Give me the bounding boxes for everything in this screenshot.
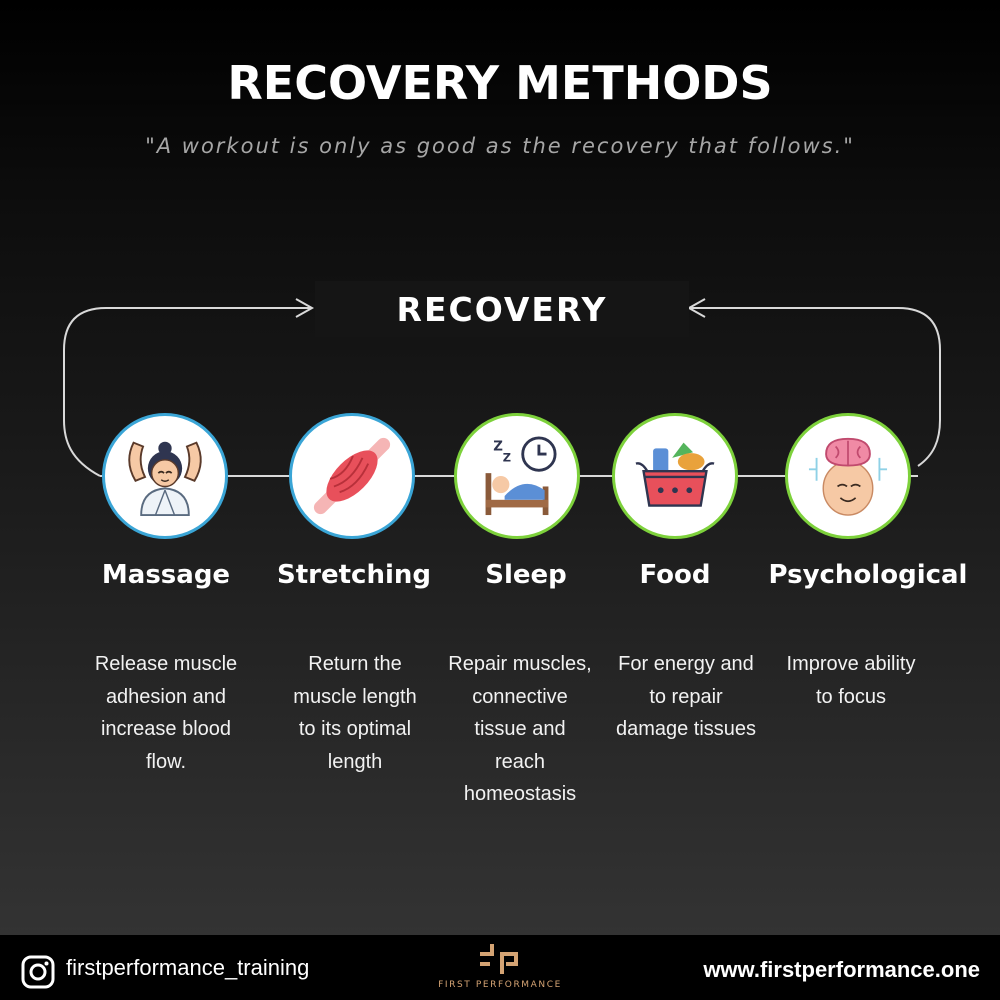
infographic-canvas: RECOVERY METHODS "A workout is only as g… <box>0 0 1000 935</box>
loop-right-arrow-icon <box>686 298 706 318</box>
method-desc-stretching: Return the muscle length to its optimal … <box>293 653 417 773</box>
loop-left-path <box>63 307 312 477</box>
method-label-psychological: Psychological <box>768 560 968 590</box>
instagram-icon[interactable] <box>21 955 55 989</box>
svg-text:Z: Z <box>493 439 503 454</box>
method-circle-sleep: Z Z <box>454 413 580 539</box>
method-label-massage: Massage <box>101 560 231 590</box>
brain-icon <box>808 437 888 516</box>
method-circle-food <box>612 413 738 539</box>
footer-bar: firstperformance_training FIRST PERFORMA… <box>0 935 1000 1000</box>
method-desc-food: For energy and to repair damage tissues <box>615 653 757 740</box>
loop-left-arrow-icon <box>295 298 315 318</box>
method-desc-psychological: Improve ability to focus <box>786 653 916 708</box>
logo-wordmark: FIRST PERFORMANCE <box>438 980 562 990</box>
method-label-food: Food <box>639 560 711 590</box>
method-circle-massage <box>102 413 228 539</box>
muscle-icon <box>313 437 391 515</box>
method-label-sleep: Sleep <box>485 560 567 590</box>
quote-subtitle: "A workout is only as good as the recove… <box>145 134 855 158</box>
method-circle-psychological <box>785 413 911 539</box>
method-desc-sleep: Repair muscles, connective tissue and re… <box>448 653 592 805</box>
first-performance-logo-icon <box>480 944 518 974</box>
method-desc-massage: Release muscle adhesion and increase blo… <box>94 653 238 773</box>
method-label-stretching: Stretching <box>277 560 431 590</box>
instagram-handle[interactable]: firstperformance_training <box>66 955 310 980</box>
recovery-label-box: RECOVERY <box>315 281 689 337</box>
loop-right-path <box>689 307 941 467</box>
page-title: RECOVERY METHODS <box>227 56 773 110</box>
sleep-icon: Z Z <box>485 436 557 516</box>
massage-icon <box>128 441 202 516</box>
svg-text:Z: Z <box>503 451 511 465</box>
website-link[interactable]: www.firstperformance.one <box>703 957 980 982</box>
method-circle-stretching <box>289 413 415 539</box>
food-basket-icon <box>635 442 715 507</box>
